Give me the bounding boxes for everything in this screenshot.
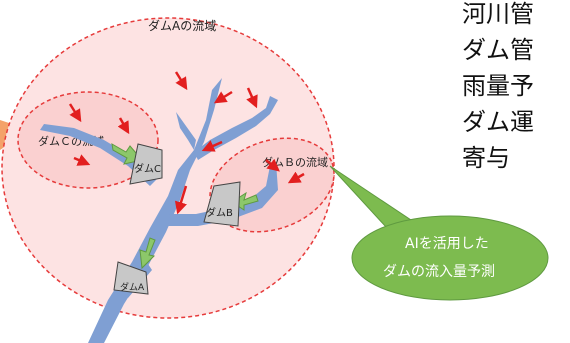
- dam-c-shape: [129, 143, 163, 185]
- inflow-arrow-a: [139, 237, 156, 270]
- river-branch-b: [168, 162, 278, 226]
- rain-arrow-6: [246, 87, 258, 109]
- river-main: [88, 78, 222, 343]
- rain-arrow-3: [117, 117, 130, 135]
- dam-a-shape: [113, 261, 149, 295]
- dam-b: ダムB: [203, 181, 241, 227]
- dam-a: ダムA: [113, 261, 149, 295]
- rain-arrow-10: [174, 185, 188, 215]
- basin-a-label: ダムAの流域: [148, 18, 216, 33]
- rain-arrow-9: [287, 171, 305, 184]
- rain-arrow-5: [213, 90, 233, 104]
- dam-b-label: ダムB: [206, 206, 233, 219]
- side-text-line-4: ダム運: [462, 108, 534, 136]
- side-text-line-2: ダム管: [462, 36, 534, 64]
- dam-c-label: ダムC: [134, 162, 161, 175]
- callout-line-1: AIを活用した: [405, 236, 489, 252]
- dam-c: ダムC: [129, 143, 163, 185]
- dam-a-label: ダムA: [120, 281, 145, 293]
- dam-b-shape: [203, 181, 241, 227]
- river-branch-upper: [176, 112, 196, 150]
- side-text-line-3: 雨量予: [462, 72, 534, 100]
- ai-inflow-callout: AIを活用した ダムの流入量予測: [329, 165, 549, 301]
- rain-arrow-7: [201, 140, 223, 152]
- rain-arrow-4: [174, 71, 188, 91]
- rain-arrow-2: [73, 154, 91, 166]
- rain-arrow-1: [68, 103, 82, 123]
- side-text-block: 河川管 ダム管 雨量予 ダム運 寄与: [462, 0, 534, 172]
- side-text-line-1: 河川管: [462, 0, 534, 28]
- rainfall-arrows: [68, 71, 305, 215]
- rain-arrow-8: [265, 158, 280, 172]
- callout-line-2: ダムの流入量予測: [383, 264, 495, 280]
- side-text-line-5: 寄与: [462, 144, 510, 172]
- callout-bubble: [351, 215, 549, 301]
